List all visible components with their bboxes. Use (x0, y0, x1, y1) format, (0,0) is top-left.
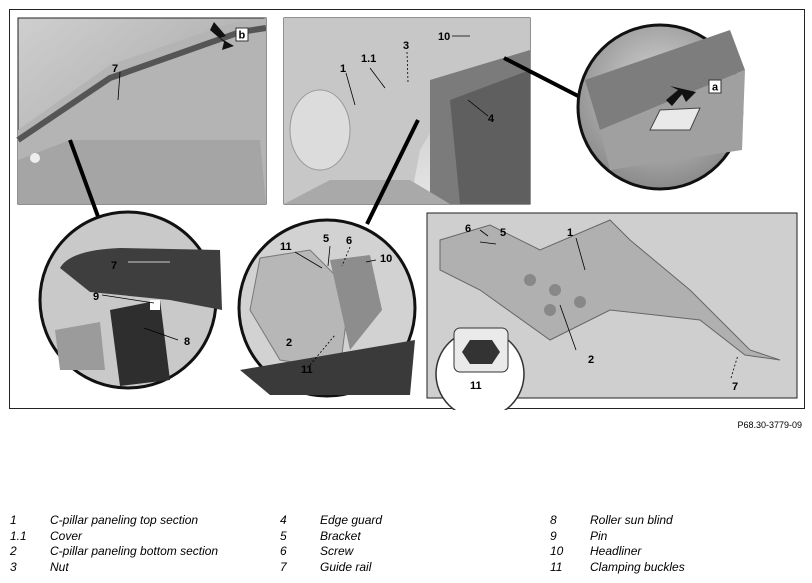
svg-text:4: 4 (488, 113, 495, 125)
callout-label-6: 6 (465, 223, 471, 235)
callout-label-5: 5 (500, 227, 506, 239)
svg-text:11: 11 (280, 241, 292, 253)
detail-circle-clamping-buckles (237, 218, 417, 398)
callout-label-6-circle: 6 (346, 235, 352, 247)
callout-label-2-circle: 2 (286, 337, 292, 349)
svg-text:5: 5 (500, 227, 506, 239)
detail-photo-c-pillar-interior (283, 17, 531, 205)
svg-text:5: 5 (323, 233, 329, 245)
callout-label-7-top: 7 (112, 63, 118, 75)
svg-text:10: 10 (438, 31, 450, 43)
callout-label-7-circle: 7 (111, 260, 117, 272)
callout-label-1-1: 1.1 (361, 53, 376, 65)
connector-line (68, 139, 102, 223)
svg-text:a: a (712, 82, 719, 94)
callout-arrow-a (666, 86, 696, 106)
svg-text:10: 10 (380, 253, 392, 265)
callout-label-a: a (708, 79, 722, 94)
callout-arrow-b (210, 22, 234, 50)
callout-label-11-circle-bottom: 11 (301, 364, 313, 376)
svg-text:7: 7 (732, 381, 738, 393)
illustration-frame: b 7 1 1.1 3 10 4 a (9, 9, 805, 410)
svg-text:2: 2 (286, 337, 292, 349)
svg-text:2: 2 (588, 354, 594, 366)
callout-label-5-circle: 5 (323, 233, 329, 245)
document-reference-code: P68.30-3779-09 (737, 420, 802, 430)
callout-label-10-top: 10 (438, 31, 450, 43)
callout-label-11-circle-top: 11 (280, 241, 292, 253)
detail-circle-sun-blind-pin (38, 210, 222, 390)
svg-text:1: 1 (567, 227, 573, 239)
svg-text:1: 1 (340, 63, 346, 75)
workshop-illustration: b 7 1 1.1 3 10 4 a (16, 17, 798, 410)
callout-label-1-panel: 1 (567, 227, 573, 239)
connector-line (365, 119, 420, 225)
callout-label-9: 9 (93, 291, 99, 303)
callout-label-4: 4 (488, 113, 495, 125)
detail-panel-removed-paneling (426, 212, 798, 410)
svg-text:8: 8 (184, 336, 190, 348)
callout-label-3: 3 (403, 40, 409, 52)
svg-text:6: 6 (465, 223, 471, 235)
svg-text:1.1: 1.1 (361, 53, 376, 65)
svg-text:b: b (239, 30, 246, 42)
callout-label-1-top: 1 (340, 63, 346, 75)
callout-label-11-panel: 11 (470, 380, 482, 392)
svg-text:11: 11 (470, 380, 482, 392)
svg-text:7: 7 (111, 260, 117, 272)
svg-text:11: 11 (301, 364, 313, 376)
connector-line (503, 56, 583, 100)
callout-label-2-panel: 2 (588, 354, 594, 366)
callout-label-7-panel: 7 (732, 381, 738, 393)
callout-label-b: b (235, 27, 249, 42)
callout-label-10-circle: 10 (380, 253, 392, 265)
detail-circle-cover-slot (576, 23, 745, 191)
svg-text:3: 3 (403, 40, 409, 52)
svg-text:9: 9 (93, 291, 99, 303)
svg-text:6: 6 (346, 235, 352, 247)
svg-text:7: 7 (112, 63, 118, 75)
callout-label-8: 8 (184, 336, 190, 348)
